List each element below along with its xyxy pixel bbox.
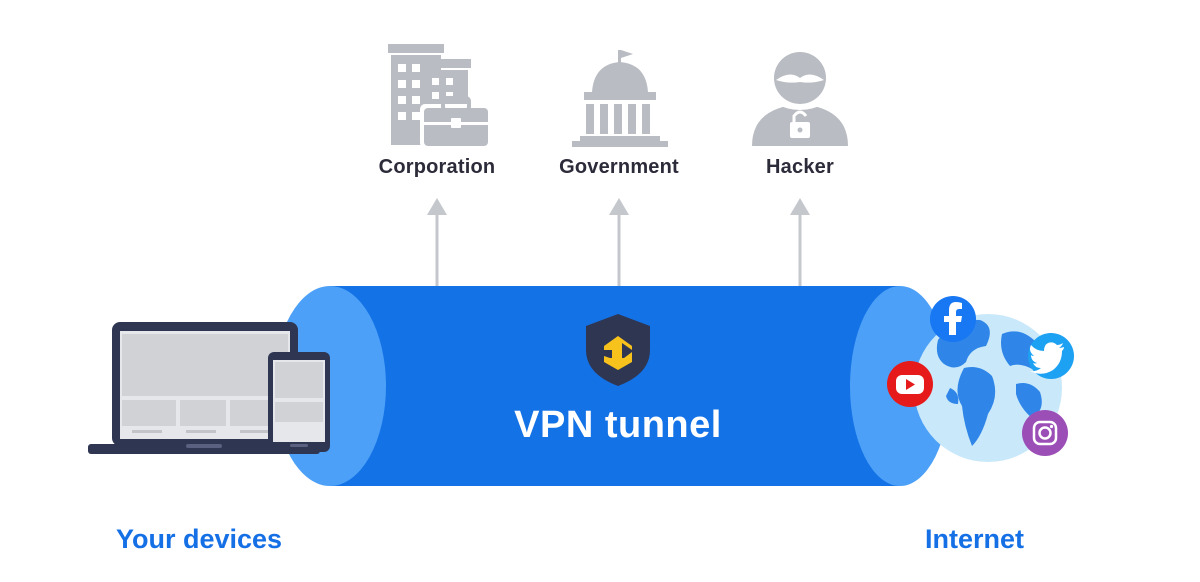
arrow-to-hacker [790,198,810,288]
hacker-label: Hacker [766,156,834,178]
office-building-briefcase-icon [388,44,492,148]
corporation-label: Corporation [378,156,496,178]
leak-arrows [427,198,810,288]
vpn-tunnel [274,286,950,486]
internet-label: Internet [925,524,1025,554]
facebook-icon [930,296,976,342]
arrow-to-government [609,198,629,288]
government-label: Government [559,156,679,178]
youtube-icon [887,361,933,407]
vpn-shield-icon [586,314,650,386]
arrow-to-corporation [427,198,447,288]
twitter-icon [1028,333,1074,379]
your-devices-label: Your devices [116,524,283,554]
hacker-icon [752,52,848,146]
government-building-icon [572,50,668,147]
vpn-tunnel-label: VPN tunnel [514,404,722,446]
laptop-phone-icon [88,322,330,454]
instagram-icon [1022,410,1068,456]
